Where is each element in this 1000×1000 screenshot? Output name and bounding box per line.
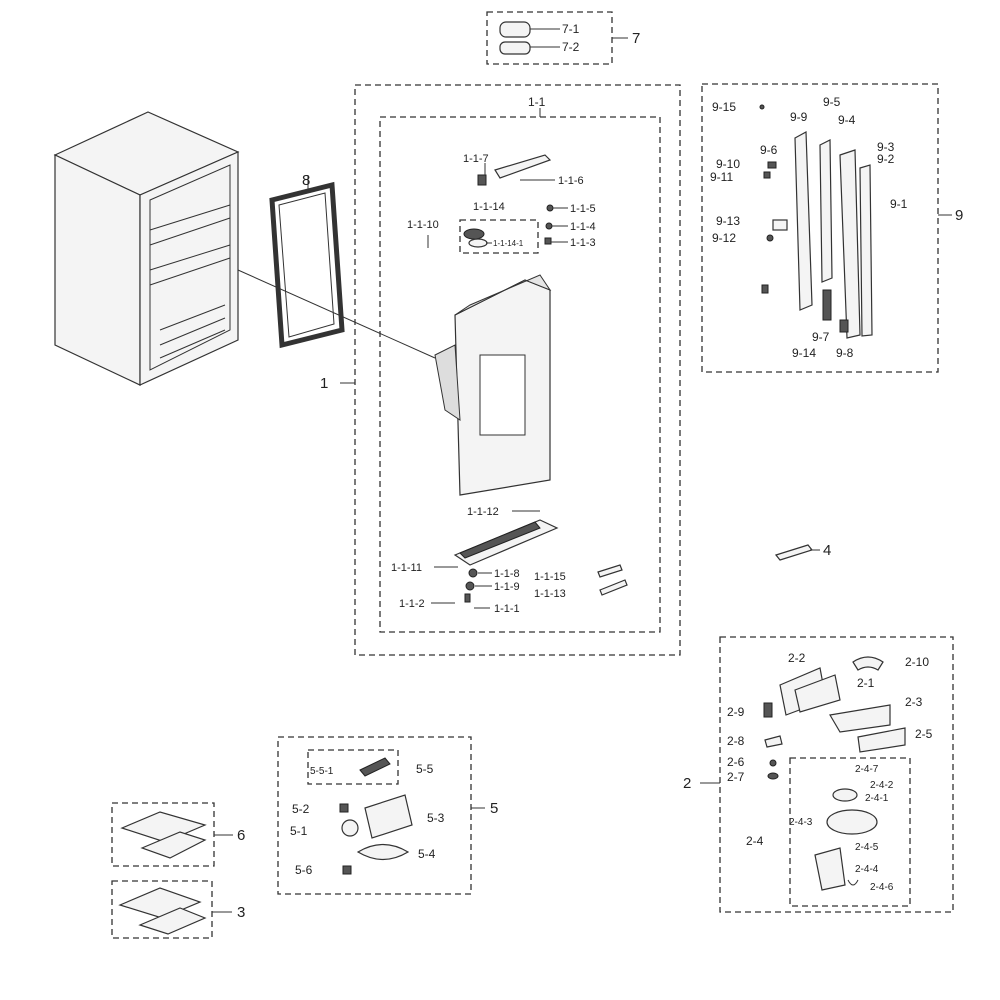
label-1-1-14-1: 1-1-14-1	[493, 239, 524, 248]
label-2-4-5: 2-4-5	[855, 842, 879, 853]
label-1-1-3: 1-1-3	[570, 237, 596, 249]
label-1-1-12: 1-1-12	[467, 506, 499, 518]
label-1: 1	[320, 375, 328, 392]
label-2-10: 2-10	[905, 655, 929, 669]
label-9-14: 9-14	[792, 346, 816, 360]
label-5-2: 5-2	[292, 802, 310, 816]
label-5-3: 5-3	[427, 811, 445, 825]
label-9-9: 9-9	[790, 110, 808, 124]
label-1-1-4: 1-1-4	[570, 221, 596, 233]
label-9-10: 9-10	[716, 157, 740, 171]
label-9-5: 9-5	[823, 95, 841, 109]
label-2: 2	[683, 775, 691, 792]
label-9-6: 9-6	[760, 143, 778, 157]
label-1-1-11: 1-1-11	[391, 562, 422, 574]
label-9: 9	[955, 207, 963, 224]
group-9: 9 9-15 9-9 9-5 9-4 9-3 9-6 9-2 9-10 9-11…	[701, 83, 963, 373]
label-5: 5	[490, 800, 498, 817]
label-2-4-4: 2-4-4	[855, 864, 879, 875]
part-4: 4	[774, 542, 831, 561]
label-2-6: 2-6	[727, 755, 745, 769]
label-1-1-13: 1-1-13	[534, 588, 566, 600]
label-1-1-14: 1-1-14	[473, 201, 505, 213]
label-2-3: 2-3	[905, 695, 923, 709]
label-1-1: 1-1	[528, 95, 546, 109]
label-7-1: 7-1	[562, 22, 580, 36]
label-9-3: 9-3	[877, 140, 895, 154]
label-1-1-6: 1-1-6	[558, 175, 584, 187]
label-1-1-8: 1-1-8	[494, 568, 520, 580]
group-5: 5 5-5-1 5-5 5-2 5-3 5-1 5-4 5-6	[277, 736, 498, 895]
label-2-2: 2-2	[788, 651, 806, 665]
label-9-11: 9-11	[710, 170, 733, 184]
door-gasket: 8	[269, 172, 345, 349]
label-2-9: 2-9	[727, 705, 745, 719]
label-2-8: 2-8	[727, 734, 745, 748]
label-4: 4	[823, 542, 831, 559]
label-8: 8	[302, 172, 310, 189]
label-2-1: 2-1	[857, 676, 875, 690]
label-6: 6	[237, 827, 245, 844]
label-2-7: 2-7	[727, 770, 745, 784]
refrigerator-cabinet	[53, 111, 436, 386]
label-7-2: 7-2	[562, 40, 580, 54]
label-2-4-7: 2-4-7	[855, 764, 879, 775]
label-2-4-1: 2-4-1	[865, 793, 889, 804]
label-1-1-7: 1-1-7	[463, 153, 489, 165]
label-1-1-10: 1-1-10	[407, 219, 439, 231]
group-1: 1-1 1 1-1-7 1-1-6 1-1-14 1-1-14-1 1-1-5 …	[320, 84, 681, 656]
group-2: 2 2-2 2-10 2-1 2-3 2-9 2-5 2-8 2-6 2-7 2…	[683, 636, 954, 913]
group-3: 3	[111, 880, 245, 939]
label-5-5-1: 5-5-1	[310, 766, 334, 777]
group-6: 6	[111, 802, 245, 867]
label-1-1-15: 1-1-15	[534, 571, 566, 583]
label-5-6: 5-6	[295, 863, 313, 877]
label-9-13: 9-13	[716, 214, 740, 228]
label-2-4-2: 2-4-2	[870, 780, 894, 791]
label-9-4: 9-4	[838, 113, 856, 127]
label-9-2: 9-2	[877, 152, 895, 166]
label-2-5: 2-5	[915, 727, 933, 741]
label-2-4-3: 2-4-3	[789, 817, 813, 828]
label-1-1-9: 1-1-9	[494, 581, 520, 593]
label-9-12: 9-12	[712, 231, 736, 245]
label-1-1-2: 1-1-2	[399, 598, 425, 610]
label-1-1-5: 1-1-5	[570, 203, 596, 215]
label-9-15: 9-15	[712, 100, 736, 114]
label-2-4: 2-4	[746, 834, 764, 848]
label-3: 3	[237, 904, 245, 921]
group-7: 7-1 7-2 7	[486, 11, 640, 65]
label-2-4-6: 2-4-6	[870, 882, 894, 893]
label-9-8: 9-8	[836, 346, 854, 360]
label-5-4: 5-4	[418, 847, 436, 861]
label-5-5: 5-5	[416, 762, 434, 776]
label-5-1: 5-1	[290, 824, 308, 838]
label-1-1-1: 1-1-1	[494, 603, 520, 615]
label-7: 7	[632, 30, 640, 47]
label-9-7: 9-7	[812, 330, 830, 344]
label-9-1: 9-1	[890, 197, 908, 211]
